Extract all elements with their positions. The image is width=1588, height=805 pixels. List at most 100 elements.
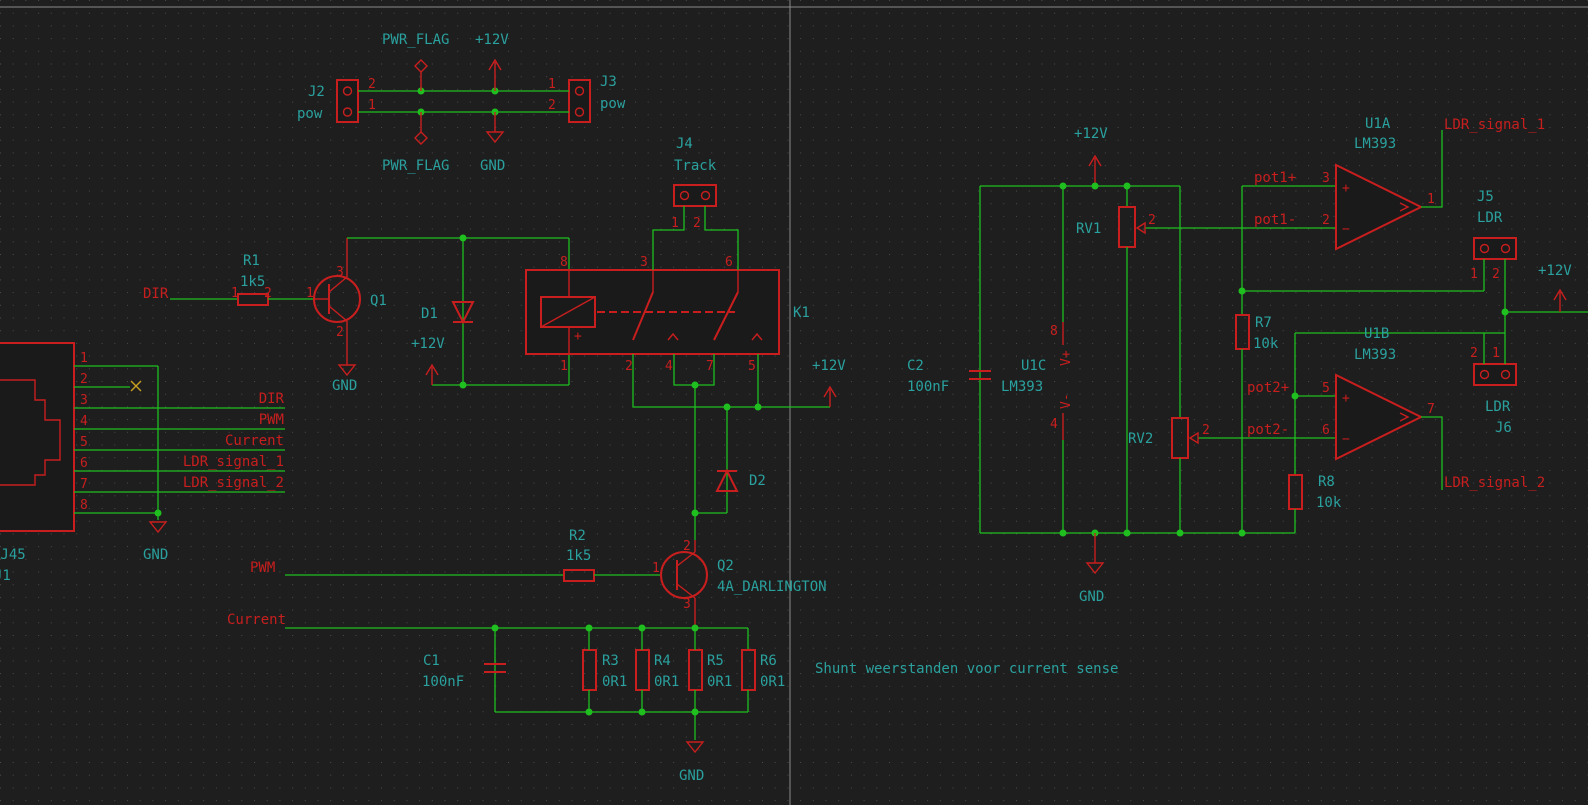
c2-value: 100nF xyxy=(907,379,949,395)
r4-value: 0R1 xyxy=(654,674,679,690)
svg-text:7: 7 xyxy=(1427,402,1435,417)
svg-text:−: − xyxy=(1342,222,1350,237)
svg-text:2: 2 xyxy=(625,359,633,374)
d1-ref: D1 xyxy=(421,306,438,322)
svg-text:1: 1 xyxy=(80,351,88,366)
r2-ref: R2 xyxy=(569,528,586,544)
rj45-connector-j1[interactable]: 12 34 56 78 DIR PWM Current LDR_signal_1… xyxy=(0,342,285,584)
svg-text:2: 2 xyxy=(264,286,272,301)
u1a-value: LM393 xyxy=(1354,136,1396,152)
vcc-label-k1: +12V xyxy=(812,358,846,374)
u1a-ref: U1A xyxy=(1365,116,1391,132)
svg-text:+: + xyxy=(1342,391,1350,406)
net-ldr1: LDR_signal_1 xyxy=(1444,117,1545,133)
rj45-net-current: Current xyxy=(225,433,284,449)
u1c-vminus: V- xyxy=(1059,393,1074,409)
gnd-label-j2: GND xyxy=(480,158,505,174)
k1-ref: K1 xyxy=(793,305,810,321)
net-current: Current xyxy=(227,612,286,628)
u1c-value: LM393 xyxy=(1001,379,1043,395)
rj45-net-pwm: PWM xyxy=(259,412,284,428)
j5-value: LDR xyxy=(1477,210,1503,226)
gnd-label-u1: GND xyxy=(1079,589,1104,605)
d2-ref: D2 xyxy=(749,473,766,489)
j1-value: RJ45 xyxy=(0,547,26,563)
rj45-net-ldr1: LDR_signal_1 xyxy=(183,454,284,470)
gnd-label-q1: GND xyxy=(332,378,357,394)
gnd-label-shunt: GND xyxy=(679,768,704,784)
r3-value: 0R1 xyxy=(602,674,627,690)
u1a-comparator[interactable] xyxy=(1335,163,1424,251)
svg-text:8: 8 xyxy=(80,498,88,513)
rv1-ref: RV1 xyxy=(1076,221,1101,237)
u1c-vplus: V+ xyxy=(1059,350,1074,366)
j4-connector[interactable] xyxy=(673,184,717,207)
j6-connector[interactable] xyxy=(1473,363,1517,386)
svg-text:6: 6 xyxy=(725,255,733,270)
svg-text:7: 7 xyxy=(706,359,714,374)
d2-diode[interactable] xyxy=(715,468,739,492)
r1-value: 1k5 xyxy=(240,274,265,290)
j5-connector[interactable] xyxy=(1473,237,1517,260)
r7-ref: R7 xyxy=(1255,315,1272,331)
r1-ref: R1 xyxy=(243,253,260,269)
pwr-flag-top-label: PWR_FLAG xyxy=(382,32,449,48)
d1-diode[interactable] xyxy=(451,301,475,325)
net-pot2p: pot2+ xyxy=(1247,380,1289,396)
rj45-net-ldr2: LDR_signal_2 xyxy=(183,475,284,491)
svg-text:1: 1 xyxy=(368,98,376,113)
r7-value: 10k xyxy=(1253,336,1279,352)
q2-transistor[interactable] xyxy=(660,551,708,599)
r5-ref: R5 xyxy=(707,653,724,669)
svg-text:2: 2 xyxy=(548,98,556,113)
svg-text:3: 3 xyxy=(80,393,88,408)
q2-value: 4A_DARLINGTON xyxy=(717,579,827,595)
j4-value: Track xyxy=(674,158,717,174)
svg-text:2: 2 xyxy=(80,372,88,387)
j2-value: pow xyxy=(297,106,323,122)
svg-text:7: 7 xyxy=(80,477,88,492)
power-input-block: 21 12 PWR_FLAG +12V PWR_FLAG GND J2 pow … xyxy=(297,32,626,174)
svg-text:6: 6 xyxy=(1322,423,1330,438)
j3-connector[interactable] xyxy=(568,79,591,123)
svg-text:3: 3 xyxy=(640,255,648,270)
net-pot1m: pot1- xyxy=(1254,212,1296,228)
j5-ref: J5 xyxy=(1477,189,1494,205)
comparator-block: +12V GND C2 100nF 84 V+ V- U1C LM393 RV1… xyxy=(907,116,1588,605)
svg-text:2: 2 xyxy=(1470,346,1478,361)
svg-text:5: 5 xyxy=(748,359,756,374)
svg-text:1: 1 xyxy=(306,286,314,301)
j2-connector[interactable] xyxy=(336,79,359,123)
c2-ref: C2 xyxy=(907,358,924,374)
svg-text:1: 1 xyxy=(1492,346,1500,361)
u1c-ref: U1C xyxy=(1021,358,1046,374)
net-pwm: PWM xyxy=(250,560,275,576)
q1-ref: Q1 xyxy=(370,293,387,309)
vcc-label-d1: +12V xyxy=(411,336,445,352)
svg-text:8: 8 xyxy=(560,255,568,270)
r6-ref: R6 xyxy=(760,653,777,669)
svg-text:1: 1 xyxy=(1427,192,1435,207)
svg-text:3: 3 xyxy=(1322,171,1330,186)
gnd-label-j1: GND xyxy=(143,547,168,563)
svg-text:2: 2 xyxy=(1492,267,1500,282)
r3-ref: R3 xyxy=(602,653,619,669)
svg-text:2: 2 xyxy=(368,77,376,92)
rj45-net-dir: DIR xyxy=(259,391,285,407)
svg-text:1: 1 xyxy=(231,286,239,301)
net-ldr2: LDR_signal_2 xyxy=(1444,475,1545,491)
svg-text:4: 4 xyxy=(665,359,673,374)
svg-text:−: − xyxy=(1342,432,1350,447)
rv2-ref: RV2 xyxy=(1128,431,1153,447)
svg-text:3: 3 xyxy=(336,265,344,280)
u1b-comparator[interactable] xyxy=(1335,373,1424,461)
j3-value: pow xyxy=(600,96,626,112)
svg-text:3: 3 xyxy=(683,597,691,612)
svg-text:+: + xyxy=(574,329,582,344)
j6-ref: J6 xyxy=(1495,420,1512,436)
svg-text:2: 2 xyxy=(1322,213,1330,228)
svg-text:8: 8 xyxy=(1050,324,1058,339)
vcc-label-j2: +12V xyxy=(475,32,509,48)
